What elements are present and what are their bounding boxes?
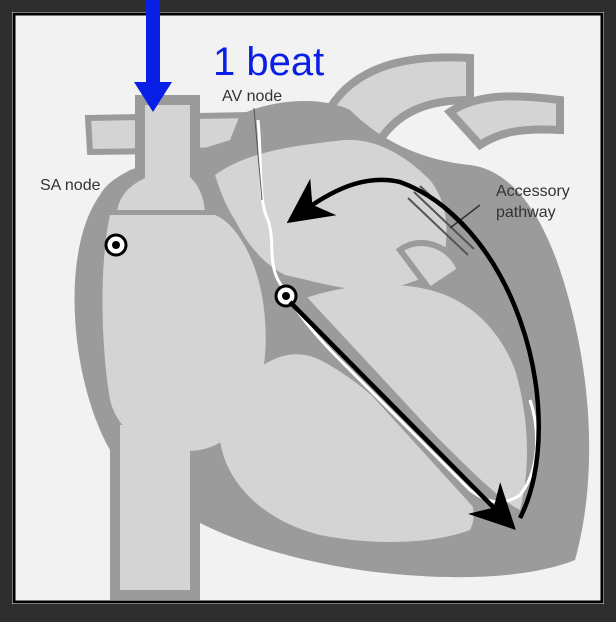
sa-node-marker bbox=[106, 235, 126, 255]
sa-node-label: SA node bbox=[40, 177, 101, 194]
beat-label: 1 beat bbox=[213, 40, 324, 84]
accessory-label-line1: Accessory bbox=[496, 183, 570, 200]
accessory-label-line2: pathway bbox=[496, 204, 556, 221]
av-node-label: AV node bbox=[222, 88, 282, 105]
